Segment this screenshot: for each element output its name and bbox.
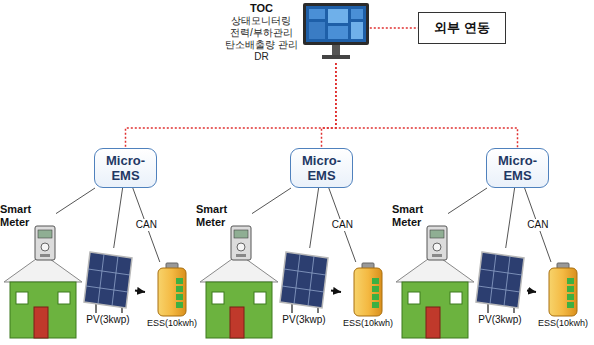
ess-battery: ESS(10kwh)	[145, 262, 199, 329]
node-label: PV(3kwp)	[473, 314, 527, 326]
node-label: PV(3kwp)	[277, 314, 331, 326]
node-label: Smart Meter	[0, 203, 33, 229]
connector	[370, 27, 418, 29]
solar-panel-icon	[473, 248, 527, 314]
edge-label: CAN	[134, 219, 159, 231]
external-box: 외부 연동	[418, 12, 506, 44]
node-item: 상태모니터링	[225, 15, 298, 27]
pv-panel: PV(3kwp)	[277, 248, 331, 326]
node-title: TOC	[225, 2, 298, 15]
pv-panel: PV(3kwp)	[81, 248, 135, 326]
pv-panel: PV(3kwp)	[473, 248, 527, 326]
ess-battery: ESS(10kwh)	[536, 262, 590, 329]
node-label: ESS(10kwh)	[341, 318, 395, 329]
monitor-icon	[302, 2, 370, 60]
node-item: DR	[225, 51, 298, 63]
node-label: PV(3kwp)	[81, 314, 135, 326]
node-label: Micro-EMS	[295, 153, 348, 183]
house	[396, 254, 474, 338]
battery-icon	[145, 262, 199, 318]
connector	[336, 63, 518, 148]
node-label: Micro-EMS	[99, 153, 152, 183]
node-label: Smart Meter	[392, 203, 425, 229]
connector	[329, 188, 356, 262]
connector	[310, 188, 319, 248]
node-item: 탄소배출량 관리	[225, 39, 298, 51]
connector	[114, 188, 123, 248]
battery-icon	[536, 262, 590, 318]
connector	[133, 188, 160, 262]
ess-battery: ESS(10kwh)	[341, 262, 395, 329]
micro-ems-box: Micro-EMS	[290, 148, 353, 188]
meter-icon	[34, 225, 56, 261]
connector	[126, 63, 336, 148]
micro-ems-box: Micro-EMS	[486, 148, 549, 188]
connector	[525, 188, 551, 262]
connector	[506, 188, 515, 248]
control-center: TOC상태모니터링전력/부하관리탄소배출량 관리DR	[225, 2, 370, 63]
node-label: Smart Meter	[196, 203, 229, 229]
node-label: ESS(10kwh)	[145, 318, 199, 329]
micro-ems-box: Micro-EMS	[94, 148, 157, 188]
connector	[448, 188, 487, 214]
meter-icon	[230, 225, 252, 261]
solar-panel-icon	[277, 248, 331, 314]
battery-icon	[341, 262, 395, 318]
node-item: 전력/부하관리	[225, 27, 298, 39]
node-label: Micro-EMS	[491, 153, 544, 183]
node-label: ESS(10kwh)	[536, 318, 590, 329]
meter-icon	[426, 225, 448, 261]
house	[200, 254, 278, 338]
smart-meter: Smart Meter	[0, 203, 56, 261]
connector	[135, 291, 145, 292]
solar-panel-icon	[81, 248, 135, 314]
edge-label: CAN	[525, 219, 550, 231]
connector	[331, 291, 341, 292]
edge-label: CAN	[330, 219, 355, 231]
connector	[56, 188, 95, 214]
house	[4, 254, 82, 338]
text-column: TOC상태모니터링전력/부하관리탄소배출량 관리DR	[225, 2, 298, 63]
smart-meter: Smart Meter	[196, 203, 252, 261]
smart-meter: Smart Meter	[392, 203, 448, 261]
connector	[322, 63, 336, 148]
node-label: 외부 연동	[434, 20, 490, 36]
connector	[252, 188, 291, 214]
connector	[527, 291, 536, 292]
